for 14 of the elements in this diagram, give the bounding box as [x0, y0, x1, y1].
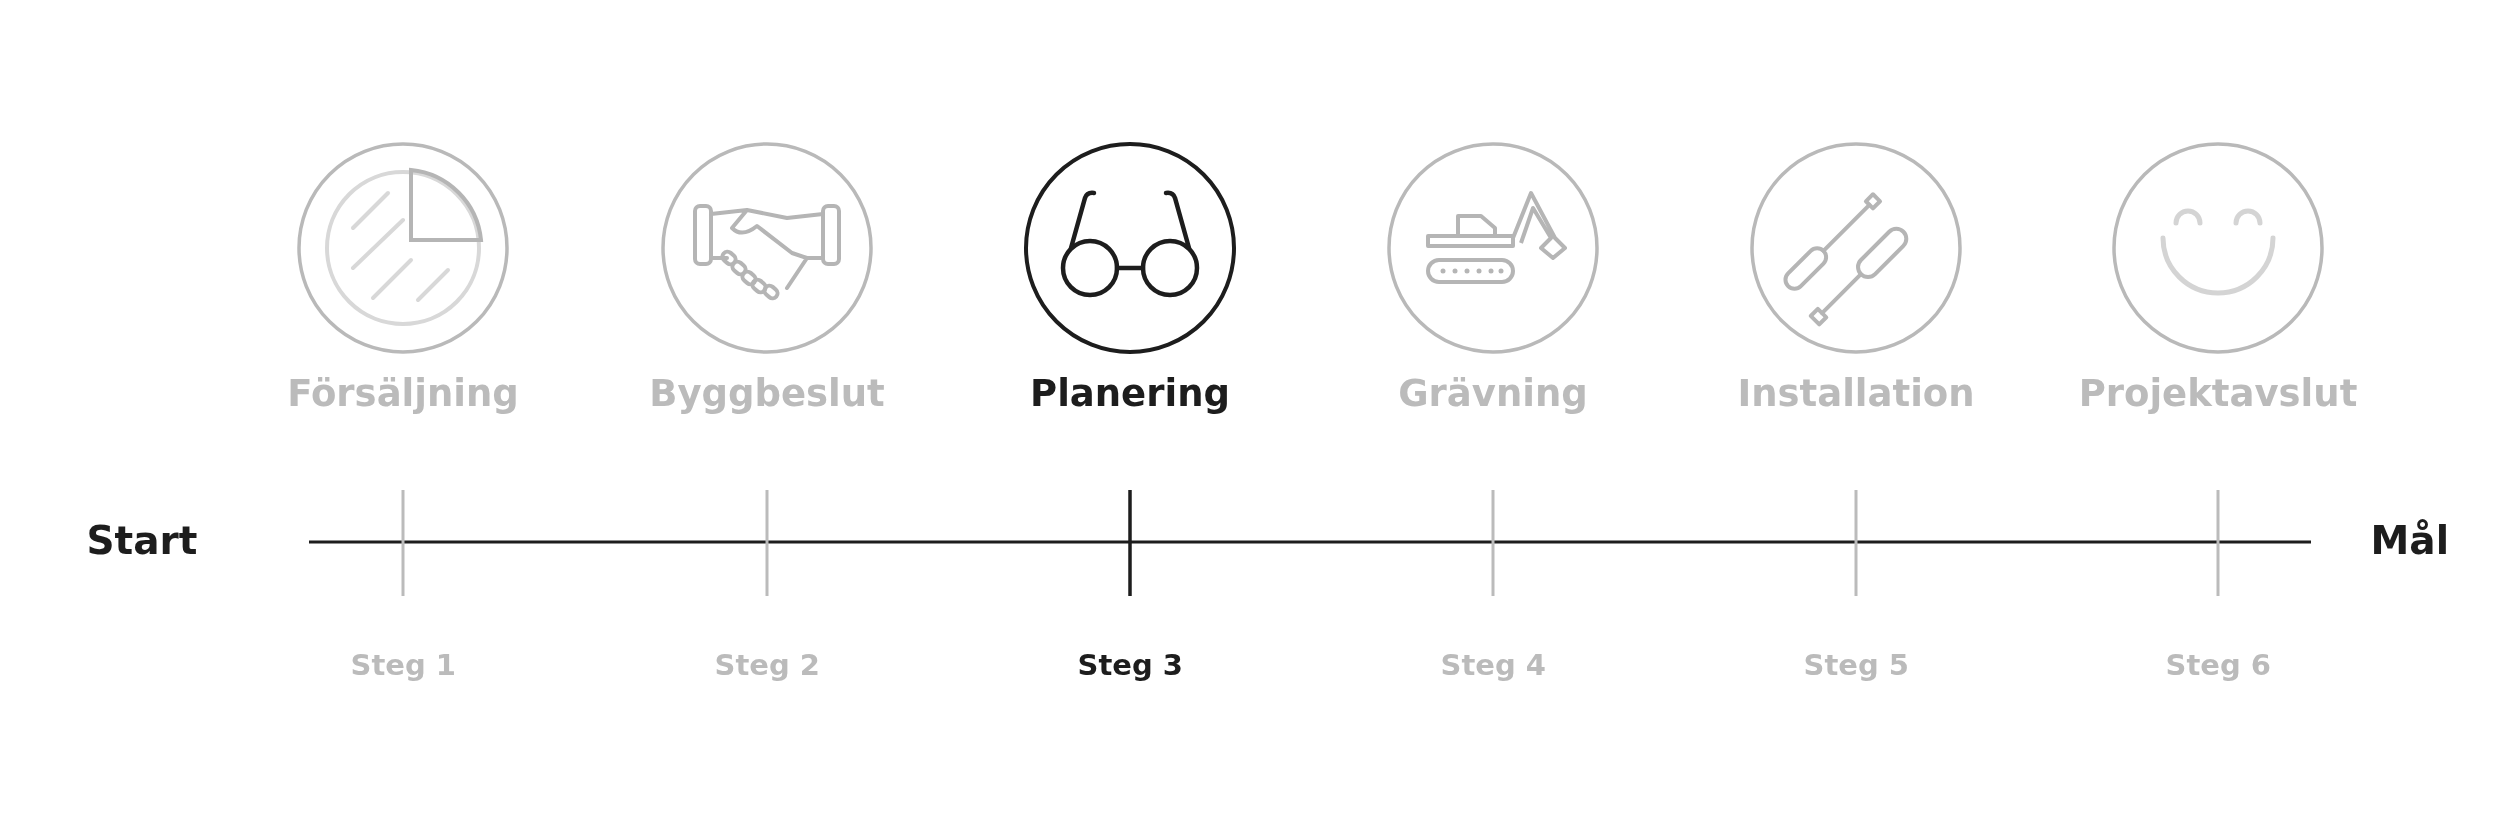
step-number: Steg 2 [714, 648, 820, 682]
step-title: Försäljning [286, 372, 520, 415]
goal-label: Mål [2370, 517, 2449, 563]
step-title: Installation [1736, 372, 1976, 415]
step-number: Steg 1 [350, 648, 456, 682]
step-title: Grävning [1397, 372, 1589, 415]
step-number: Steg 3 [1077, 648, 1183, 682]
step-title: Projektavslut [2077, 372, 2359, 415]
step-number: Steg 5 [1803, 648, 1909, 682]
step-number: Steg 4 [1440, 648, 1546, 682]
step-title: Planering [1029, 372, 1231, 415]
step-number: Steg 6 [2165, 648, 2271, 682]
start-label: Start [86, 517, 198, 563]
step-title: Byggbeslut [648, 372, 886, 415]
